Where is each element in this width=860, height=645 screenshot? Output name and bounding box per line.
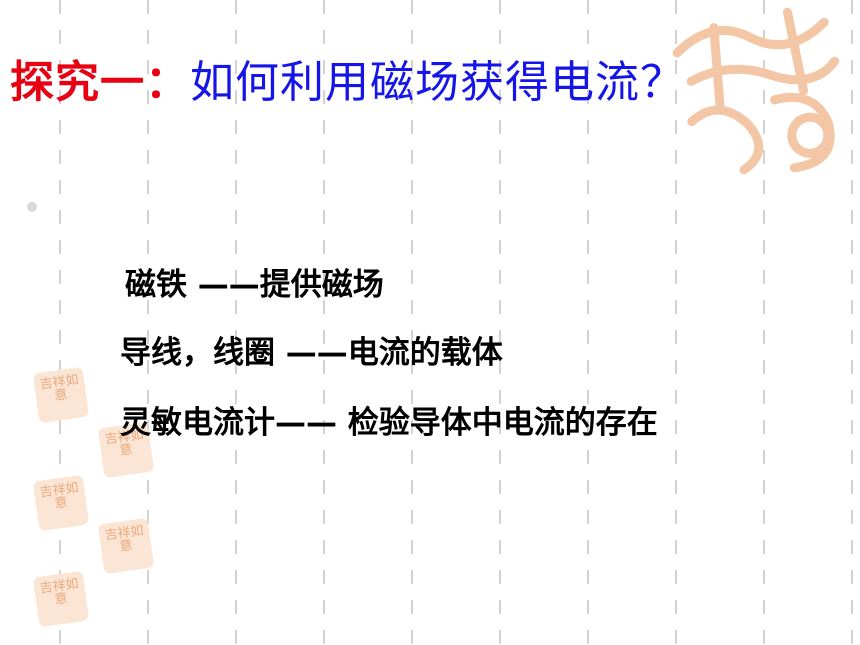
small-seal-icon: 吉祥如意 — [32, 474, 90, 532]
bullet-dot — [27, 202, 37, 212]
slide-title: 探究一：如何利用磁场获得电流？ — [10, 46, 685, 110]
item-magnet: 磁铁 ——提供磁场 — [125, 267, 384, 303]
small-seal-icon: 吉祥如意 — [97, 517, 155, 575]
item-galvanometer: 灵敏电流计—— 检验导体中电流的存在 — [120, 405, 658, 441]
title-question: 如何利用磁场获得电流？ — [190, 57, 685, 108]
seal-watermark-icon — [652, 0, 860, 204]
small-seal-icon: 吉祥如意 — [32, 366, 90, 424]
title-label: 探究一： — [10, 57, 190, 108]
small-seal-icon: 吉祥如意 — [32, 570, 90, 628]
item-wire-coil: 导线，线圈 ——电流的载体 — [120, 335, 503, 371]
